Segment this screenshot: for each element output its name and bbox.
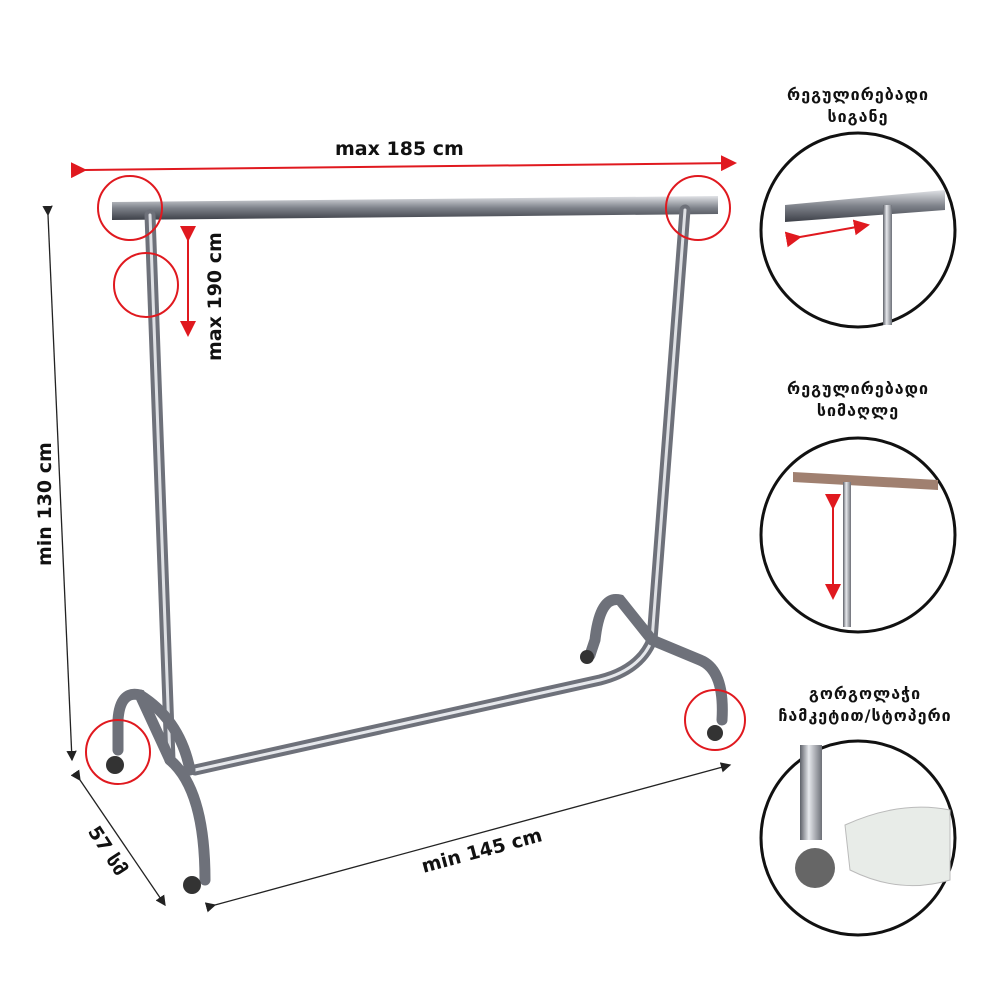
caption-line: რეგულირებადი	[787, 85, 929, 104]
detail-height	[759, 436, 957, 634]
detail-caster	[759, 739, 957, 937]
feature-height-caption: რეგულირებადი სიმაღლე	[758, 378, 958, 422]
uprights	[144, 204, 691, 766]
top-rail	[112, 196, 718, 220]
height-max-label: max 190 cm	[204, 232, 226, 361]
width-arrow	[70, 155, 737, 179]
feature-caster-caption: გორგოლაჭი ჩამკეტით/სტოპერი	[735, 683, 995, 727]
caption-line: სიგანე	[827, 107, 889, 126]
depth-arrow	[70, 769, 166, 907]
caption-line: რეგულირებადი	[787, 379, 929, 398]
caption-line: ჩამკეტით/სტოპერი	[778, 706, 952, 725]
casters	[106, 650, 723, 894]
caption-line: სიმაღლე	[816, 401, 900, 420]
feature-width-caption: რეგულირებადი სიგანე	[758, 84, 958, 128]
height-min-label: min 130 cm	[34, 442, 56, 566]
caption-line: გორგოლაჭი	[808, 684, 922, 703]
length-arrow	[204, 762, 732, 913]
detail-width	[759, 131, 957, 329]
width-max-label: max 185 cm	[335, 138, 464, 160]
highlight-circles	[85, 175, 746, 785]
base-frame	[112, 594, 728, 886]
height-arrow	[42, 205, 77, 762]
